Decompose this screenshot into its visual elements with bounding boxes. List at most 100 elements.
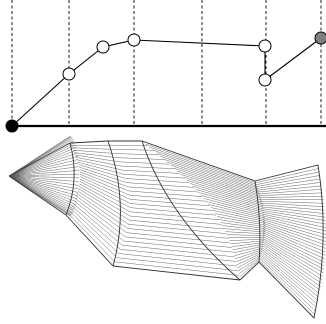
mesh-line bbox=[79, 173, 130, 196]
section-ring bbox=[107, 140, 121, 267]
mesh-line bbox=[256, 175, 320, 187]
mesh-line bbox=[126, 232, 231, 244]
mesh-line bbox=[8, 152, 78, 177]
mesh-line bbox=[231, 242, 264, 247]
mesh-line bbox=[262, 230, 326, 260]
tail-fan bbox=[254, 164, 326, 319]
mesh-line bbox=[222, 225, 265, 231]
mesh-line bbox=[262, 221, 326, 242]
mesh-line bbox=[129, 219, 225, 230]
mesh-line bbox=[263, 228, 326, 256]
mesh-line bbox=[206, 201, 265, 217]
mesh-line bbox=[192, 186, 264, 208]
mesh-line bbox=[78, 188, 130, 221]
mesh-line bbox=[262, 236, 324, 270]
mesh-line bbox=[262, 234, 325, 267]
mesh-line bbox=[114, 153, 159, 156]
mesh-line bbox=[201, 195, 265, 213]
mesh-line bbox=[127, 228, 229, 239]
mesh-line bbox=[8, 175, 75, 210]
mesh-line bbox=[260, 201, 325, 204]
mesh-line bbox=[258, 192, 323, 196]
mesh-line bbox=[125, 178, 190, 183]
outline-edge bbox=[8, 142, 71, 177]
mesh-line bbox=[262, 212, 326, 225]
control-point bbox=[314, 31, 326, 45]
mesh-line bbox=[220, 222, 266, 229]
mesh-line bbox=[257, 178, 321, 189]
mesh-line bbox=[125, 236, 232, 248]
mesh-line bbox=[262, 241, 323, 280]
mesh-line bbox=[8, 162, 79, 177]
mesh-line bbox=[79, 169, 129, 188]
mesh-line bbox=[76, 157, 121, 167]
mesh-line bbox=[129, 190, 203, 197]
mesh-line bbox=[173, 167, 261, 198]
control-points bbox=[5, 31, 326, 133]
mesh-line bbox=[122, 169, 180, 174]
mesh-line bbox=[116, 257, 239, 271]
outline-edge bbox=[141, 140, 256, 182]
mesh-line bbox=[124, 174, 185, 179]
mesh-line bbox=[75, 154, 119, 163]
mesh-line bbox=[163, 158, 259, 192]
mesh-line bbox=[262, 217, 326, 235]
mesh-line bbox=[130, 211, 220, 220]
mesh-line bbox=[223, 228, 265, 233]
mesh-line bbox=[8, 175, 79, 190]
mesh-line bbox=[126, 182, 194, 188]
mesh-line bbox=[8, 175, 78, 197]
mesh-line bbox=[262, 215, 326, 232]
mesh-line bbox=[159, 155, 259, 191]
mesh-line bbox=[8, 149, 77, 177]
mesh-line bbox=[8, 147, 77, 177]
mesh-line bbox=[230, 240, 264, 244]
wireframe-solid bbox=[8, 136, 326, 319]
mesh-line bbox=[8, 175, 75, 212]
outline-edge bbox=[65, 214, 114, 267]
mesh-line bbox=[145, 143, 256, 183]
mesh-line bbox=[129, 194, 207, 202]
control-point bbox=[62, 67, 76, 81]
mesh-line bbox=[78, 164, 126, 179]
mesh-line bbox=[203, 198, 265, 215]
mesh-line bbox=[8, 155, 78, 177]
mesh-line bbox=[260, 254, 318, 305]
mesh-line bbox=[8, 173, 79, 177]
mesh-line bbox=[130, 215, 222, 225]
mesh-line bbox=[170, 164, 260, 196]
mesh-line bbox=[75, 195, 127, 233]
mesh-line bbox=[68, 210, 117, 258]
mesh-line bbox=[195, 189, 264, 210]
mesh-line bbox=[77, 161, 125, 175]
mesh-line bbox=[156, 152, 258, 189]
mesh-line bbox=[260, 250, 319, 298]
mesh-line bbox=[263, 226, 326, 253]
outline-edge bbox=[8, 175, 67, 216]
mesh-line bbox=[8, 170, 79, 177]
section-ring bbox=[141, 140, 241, 281]
mesh-line bbox=[77, 190, 129, 225]
mesh-line bbox=[8, 175, 79, 179]
mesh-line bbox=[259, 256, 317, 308]
mesh-line bbox=[239, 260, 260, 278]
mesh-line bbox=[255, 168, 319, 184]
mesh-line bbox=[261, 206, 326, 214]
mesh-line bbox=[236, 252, 262, 266]
mesh-line bbox=[237, 254, 261, 269]
mesh-line bbox=[208, 204, 265, 219]
mesh-line bbox=[235, 249, 263, 260]
section-ring bbox=[254, 180, 261, 263]
mesh-line bbox=[116, 157, 165, 160]
mesh-line bbox=[73, 200, 124, 242]
mesh-line bbox=[79, 171, 130, 192]
mesh-line bbox=[259, 258, 316, 312]
control-point bbox=[258, 73, 272, 87]
mesh-line bbox=[262, 237, 324, 273]
mesh-line bbox=[152, 149, 257, 187]
mesh-line bbox=[114, 261, 240, 276]
mesh-line bbox=[261, 243, 322, 284]
mesh-line bbox=[237, 256, 261, 272]
mesh-line bbox=[73, 149, 115, 154]
mesh-line bbox=[260, 204, 325, 211]
